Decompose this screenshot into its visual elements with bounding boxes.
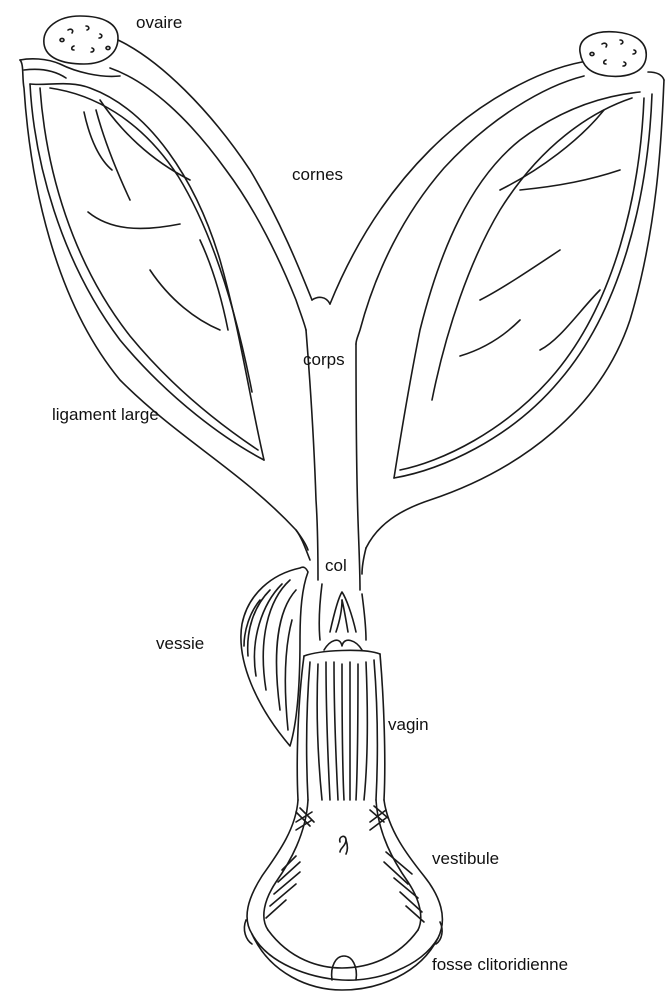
left-broad-ligament [20, 59, 308, 550]
right-broad-ligament [366, 72, 664, 548]
label-col: col [325, 557, 347, 574]
label-fosse-clitoridienne: fosse clitoridienne [432, 956, 568, 973]
left-ovary [44, 16, 118, 64]
label-cornes: cornes [292, 166, 343, 183]
cervix [319, 584, 366, 650]
label-ovaire: ovaire [136, 14, 182, 31]
vestibule [244, 800, 442, 990]
uterine-horns-and-body [110, 40, 584, 590]
label-ligament-large: ligament large [52, 406, 159, 423]
label-vestibule: vestibule [432, 850, 499, 867]
right-ovary [580, 32, 646, 77]
vagina [297, 650, 385, 800]
label-vagin: vagin [388, 716, 429, 733]
label-corps: corps [303, 351, 345, 368]
label-vessie: vessie [156, 635, 204, 652]
